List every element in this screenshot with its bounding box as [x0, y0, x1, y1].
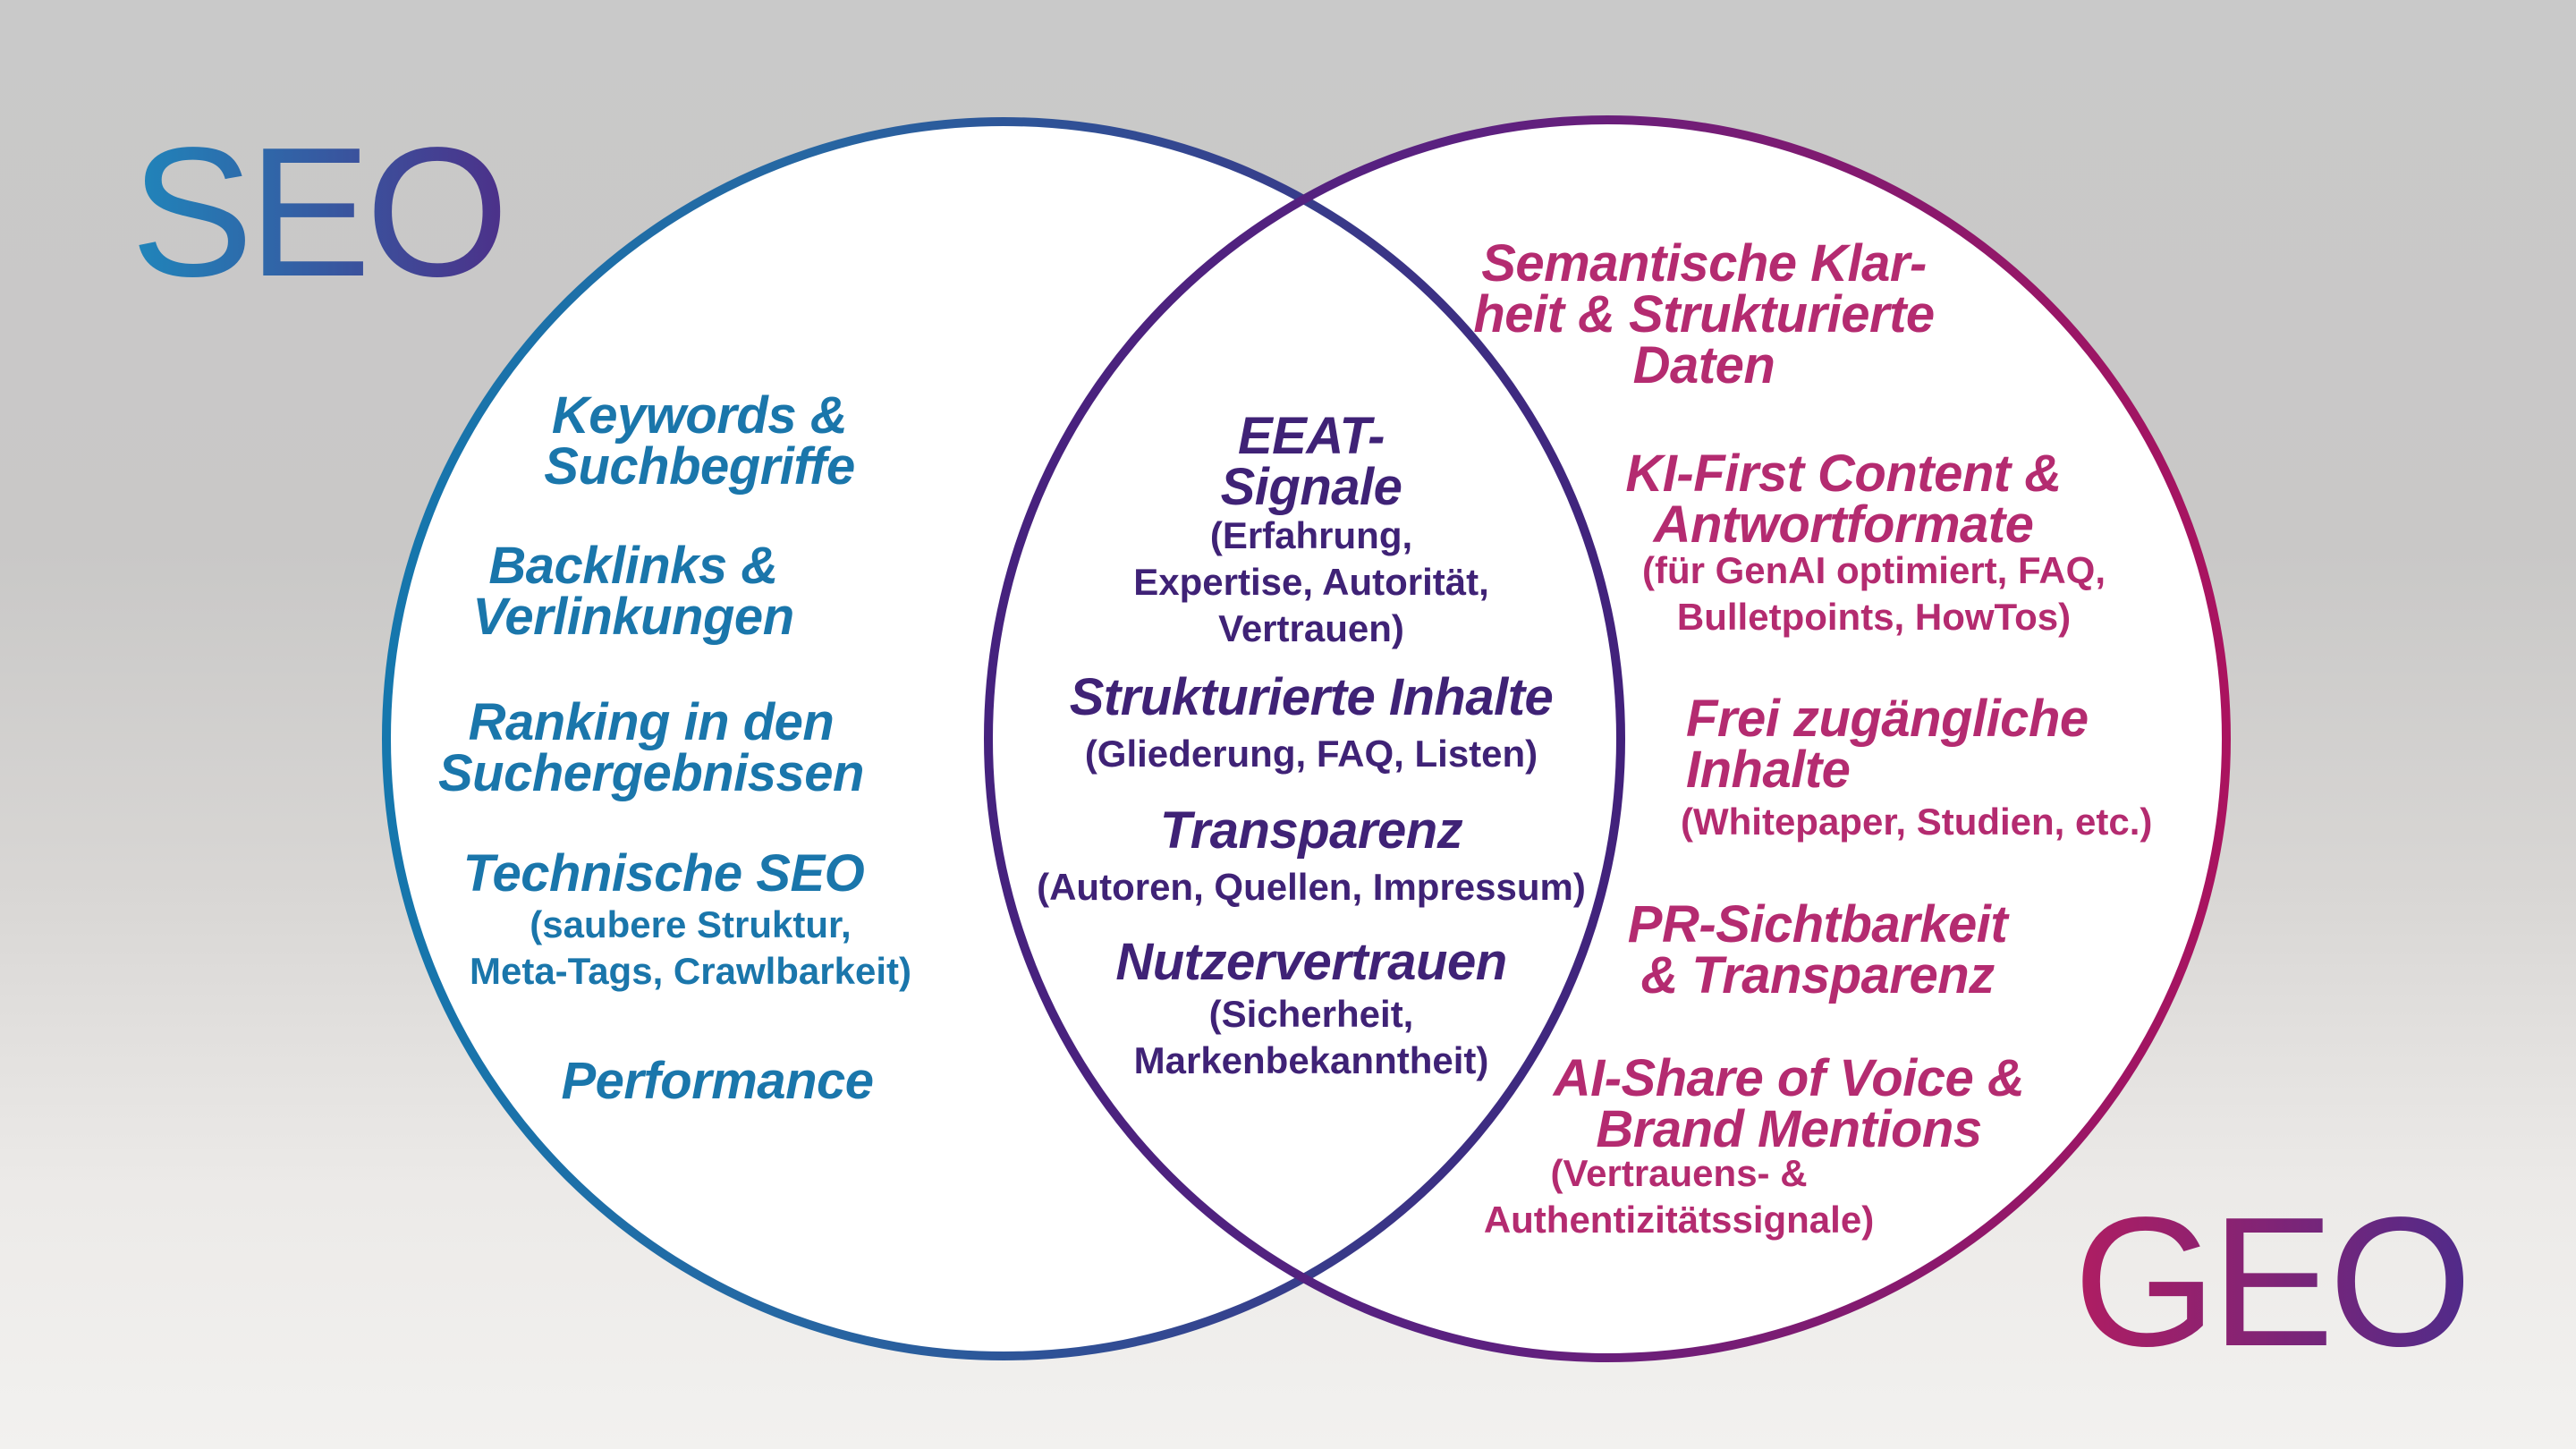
seo-label: SEO [131, 109, 504, 315]
seo-item-keywords: Keywords &Suchbegriffe [544, 386, 855, 496]
right-circle-fill [988, 120, 2226, 1358]
overlap-item-transparenz-caption: (Autoren, Quellen, Impressum) [1037, 866, 1586, 908]
geo-label: GEO [2073, 1179, 2467, 1385]
overlap-item-nutzervertrauen-caption: (Sicherheit,Markenbekanntheit) [1133, 993, 1489, 1081]
overlap-item-transparenz: Transparenz [1159, 801, 1463, 860]
geo-item-pr-sichtbarkeit: PR-Sichtbarkeit& Transparenz [1627, 895, 2008, 1004]
seo-item-technische-seo: Technische SEO [462, 844, 865, 902]
right-circle [984, 115, 2231, 1362]
geo-item-ki-first-content: KI-First Content &Antwortformate [1625, 445, 2062, 554]
overlap-item-eeat-signale-caption: (Erfahrung,Expertise, Autorität,Vertraue… [1133, 514, 1489, 649]
overlap-item-strukturierte-inhalte-caption: (Gliederung, FAQ, Listen) [1084, 733, 1538, 775]
geo-item-ai-share-of-voice: AI-Share of Voice &Brand Mentions [1553, 1049, 2025, 1158]
geo-item-ki-first-content-caption: (für GenAI optimiert, FAQ,Bulletpoints, … [1641, 549, 2106, 638]
left-circle [382, 117, 1625, 1360]
geo-item-frei-zugaengliche-inhalte-caption: (Whitepaper, Studien, etc.) [1681, 801, 2153, 843]
overlap-item-strukturierte-inhalte: Strukturierte Inhalte [1069, 668, 1554, 726]
geo-item-ai-share-of-voice-caption: (Vertrauens- &Authentizitätssignale) [1483, 1152, 1875, 1241]
overlap-item-nutzervertrauen: Nutzervertrauen [1115, 933, 1507, 991]
overlap-item-eeat-signale: EEAT-Signale [1220, 407, 1402, 516]
seo-item-backlinks: Backlinks &Verlinkungen [472, 537, 794, 646]
seo-item-technische-seo-caption: (saubere Struktur,Meta-Tags, Crawlbarkei… [469, 903, 911, 992]
seo-item-performance: Performance [561, 1052, 874, 1110]
